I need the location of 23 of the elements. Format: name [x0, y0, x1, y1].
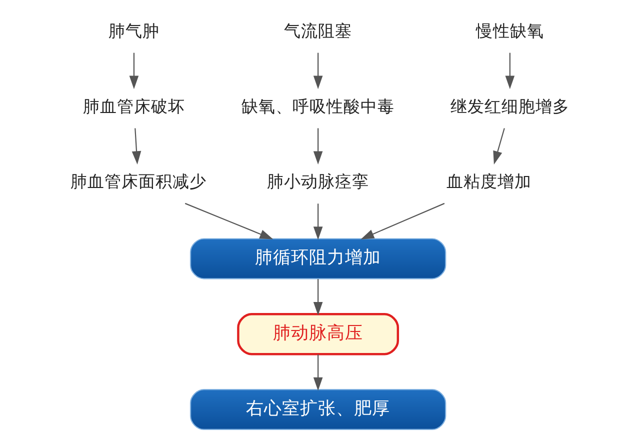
arrow	[313, 354, 323, 391]
node-box: 肺循环阻力增加	[190, 238, 446, 280]
node-text: 肺血管床面积减少	[70, 172, 206, 192]
arrow	[360, 202, 445, 240]
node-text: 肺血管床破坏	[82, 96, 185, 116]
node-text: 缺氧、呼吸性酸中毒	[242, 96, 395, 116]
node-text: 慢性缺氧	[476, 21, 544, 40]
node-box: 肺动脉高压	[237, 313, 400, 356]
node-text: 继发红细胞增多	[450, 96, 570, 116]
arrow	[313, 204, 323, 240]
arrow	[493, 128, 505, 164]
arrow	[129, 52, 139, 90]
arrow	[313, 128, 323, 165]
arrow	[313, 52, 323, 90]
arrow	[184, 202, 274, 240]
node-text: 肺小动脉痉挛	[267, 172, 370, 192]
node-text: 血粘度增加	[446, 172, 532, 192]
node-text: 肺气肿	[108, 21, 160, 40]
node-box: 右心室扩张、肥厚	[190, 389, 446, 430]
arrow	[132, 128, 142, 165]
node-text: 气流阻塞	[284, 21, 352, 40]
arrow	[313, 279, 323, 316]
arrow	[505, 52, 515, 90]
